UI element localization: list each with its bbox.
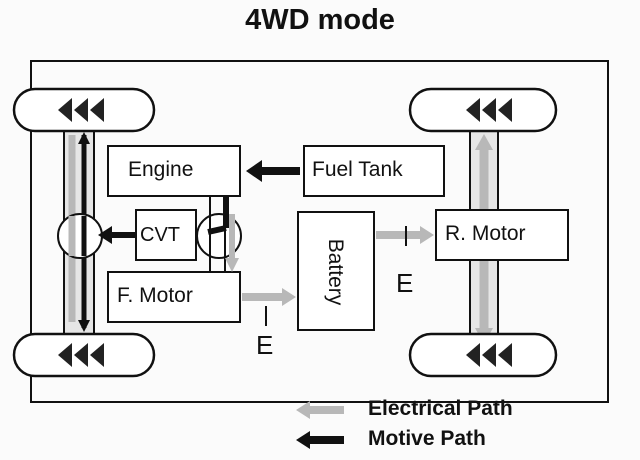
fuel-tank-box <box>303 145 445 197</box>
cvt-box <box>135 209 197 261</box>
legend-motive-label: Motive Path <box>368 427 486 450</box>
rear-axle-arrow-up <box>475 134 493 150</box>
battery-box <box>297 211 375 331</box>
r-motor-box <box>435 209 569 261</box>
wheel-rear-left <box>408 87 558 133</box>
wheel-rear-right <box>408 332 558 378</box>
ground-label-front: E <box>256 330 274 360</box>
wheel-front-right <box>12 332 156 378</box>
battery-label: Battery <box>324 238 347 306</box>
legend-motive-arrowhead <box>296 431 310 449</box>
front-axle-motive-arrow-up <box>78 132 90 144</box>
engine-box <box>107 145 241 197</box>
f-motor-box <box>107 271 241 323</box>
diagram-frame <box>30 60 609 403</box>
front-differential <box>57 213 103 259</box>
f-motor-label: F. Motor <box>117 284 193 307</box>
cvt-label: CVT <box>140 224 180 246</box>
legend-electrical-label: Electrical Path <box>368 397 513 420</box>
engine-label: Engine <box>128 158 194 181</box>
wheel-front-left <box>12 87 156 133</box>
front-axle-motive-arrow-down <box>78 320 90 332</box>
fuel-tank-label: Fuel Tank <box>312 158 403 181</box>
ground-label-rear: E <box>396 268 414 298</box>
r-motor-label: R. Motor <box>445 222 526 245</box>
diagram-title: 4WD mode <box>245 4 395 36</box>
legend-electrical-arrowhead <box>296 401 310 419</box>
